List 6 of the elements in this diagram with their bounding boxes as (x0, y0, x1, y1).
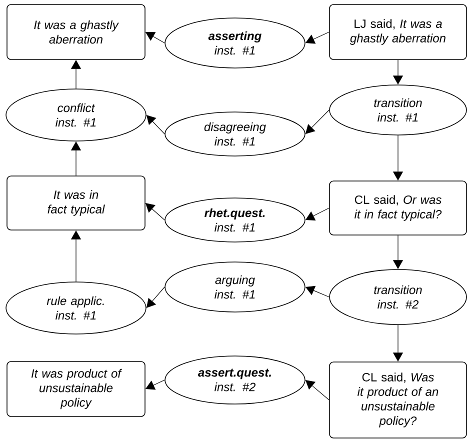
statement-box: It was product of unsustainable policy (6, 361, 146, 417)
statement-box: It was in fact typical (6, 176, 146, 230)
statement-box: LJ said, It was a ghastly aberration (329, 4, 467, 60)
statement-box: CL said, Or was it in fact typical? (329, 180, 467, 236)
statement-box: It was a ghastly aberration (6, 4, 146, 60)
statement-box: CL said, Was it product of an unsustainable policy? (329, 362, 467, 438)
